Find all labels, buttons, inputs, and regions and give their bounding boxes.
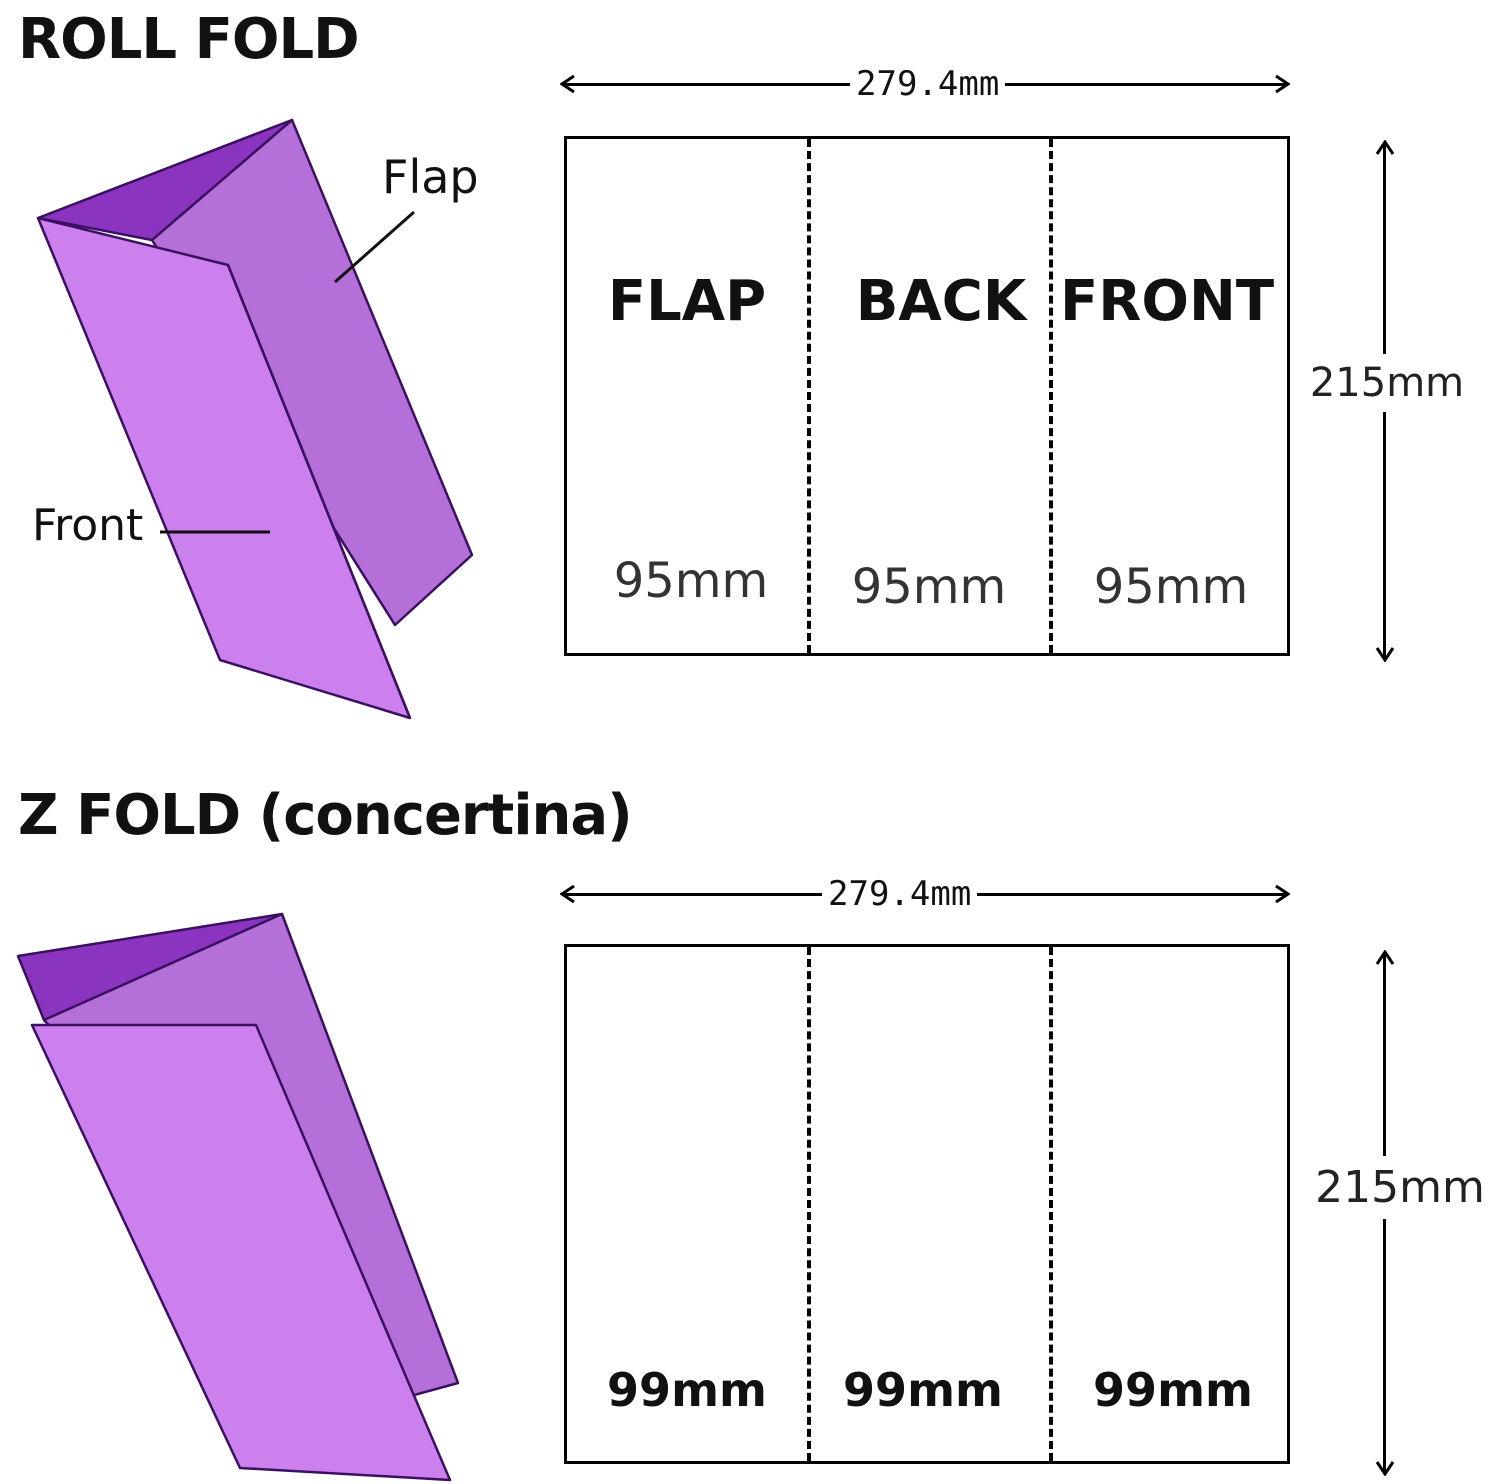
- z-fold-line-2: [1049, 947, 1053, 1461]
- flap-callout-line: [334, 210, 415, 284]
- roll-height-label: 215mm: [1309, 354, 1465, 412]
- roll-panel-size-1: 95mm: [613, 553, 769, 609]
- arrow-left-icon: [560, 74, 575, 94]
- arrow-up-icon: [1375, 950, 1395, 965]
- roll-fold-title: ROLL FOLD: [18, 7, 360, 72]
- z-height-label: 215mm: [1315, 1156, 1485, 1219]
- z-height-dimension: 215mm: [1315, 950, 1485, 1476]
- z-fold-title: Z FOLD (concertina): [18, 783, 633, 848]
- roll-panel-name-1: FLAP: [607, 269, 767, 334]
- roll-fold-line-1: [807, 139, 811, 653]
- roll-panel-name-3: FRONT: [1059, 269, 1275, 334]
- front-callout-label: Front: [32, 500, 144, 551]
- roll-width-dimension: 279.4mm: [560, 64, 1290, 104]
- roll-fold-illustration: [36, 118, 474, 720]
- arrow-up-icon: [1375, 140, 1395, 155]
- z-fold-line-1: [807, 947, 811, 1461]
- roll-panel-size-3: 95mm: [1093, 559, 1249, 615]
- z-panel-size-1: 99mm: [607, 1363, 767, 1417]
- flap-callout-label: Flap: [382, 150, 479, 204]
- roll-height-dimension: 215mm: [1309, 140, 1465, 662]
- arrow-left-icon: [560, 884, 575, 904]
- z-fold-front-panel: [30, 1023, 452, 1482]
- arrow-down-icon: [1375, 647, 1395, 662]
- z-width-label: 279.4mm: [822, 874, 978, 914]
- arrow-right-icon: [1275, 884, 1290, 904]
- arrow-down-icon: [1375, 1461, 1395, 1476]
- z-width-dimension: 279.4mm: [560, 874, 1290, 914]
- roll-width-label: 279.4mm: [850, 64, 1006, 104]
- roll-fold-line-2: [1049, 139, 1053, 653]
- roll-panel-size-2: 95mm: [851, 559, 1007, 615]
- roll-fold-layout: FLAP BACK FRONT 95mm 95mm 95mm: [564, 136, 1290, 656]
- roll-panel-name-2: BACK: [855, 269, 1027, 334]
- z-fold-layout: 99mm 99mm 99mm: [564, 944, 1290, 1464]
- z-panel-size-3: 99mm: [1093, 1363, 1253, 1417]
- arrow-right-icon: [1275, 74, 1290, 94]
- z-fold-illustration: [16, 912, 460, 1482]
- z-panel-size-2: 99mm: [843, 1363, 1003, 1417]
